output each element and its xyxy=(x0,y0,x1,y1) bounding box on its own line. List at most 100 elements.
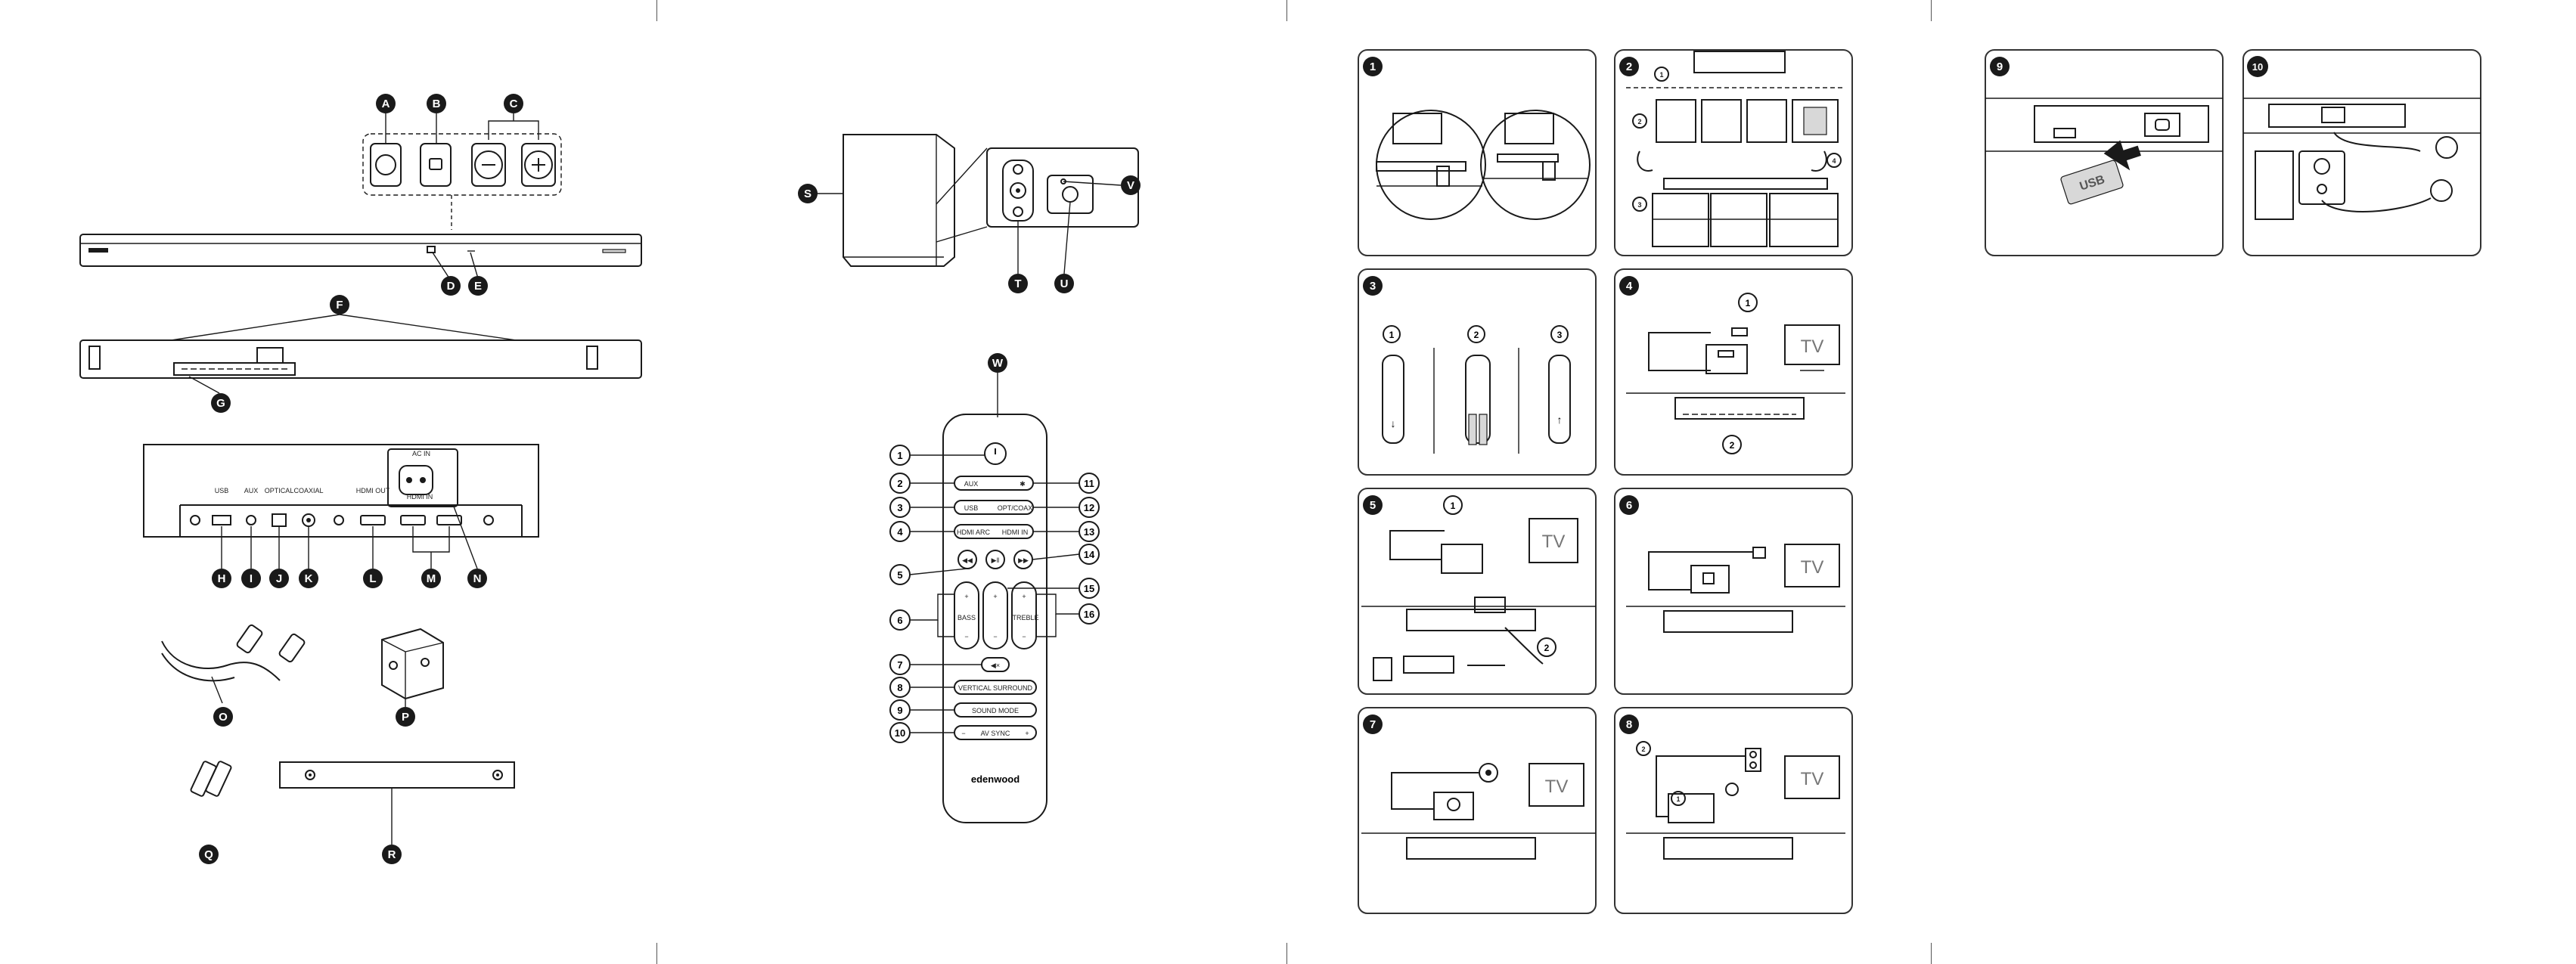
badge-w: W xyxy=(988,353,1007,373)
svg-text:9: 9 xyxy=(1997,60,2003,73)
step-7-illustration: TV xyxy=(1361,763,1596,860)
trim-mark xyxy=(656,0,657,21)
svg-text:8: 8 xyxy=(897,682,902,693)
svg-text:Q: Q xyxy=(204,848,213,861)
svg-text:L: L xyxy=(369,572,376,585)
svg-text:HDMI IN: HDMI IN xyxy=(407,493,433,501)
step-9-panel xyxy=(1985,49,2224,256)
bracket-illustration xyxy=(381,628,444,700)
svg-text:1: 1 xyxy=(1746,298,1751,308)
badge-t: T xyxy=(1008,274,1028,293)
svg-text:2: 2 xyxy=(1637,118,1641,126)
svg-text:USB: USB xyxy=(964,504,979,512)
step-4-illustration: 1 TV 2 xyxy=(1626,293,1845,454)
svg-text:−: − xyxy=(993,633,997,640)
svg-text:M: M xyxy=(427,572,436,585)
step-1-panel xyxy=(1358,49,1597,256)
step-8-illustration: 2 TV 1 xyxy=(1626,741,1845,860)
play-pause-icon xyxy=(985,550,1005,569)
badge-h: H xyxy=(212,526,231,588)
svg-text:N: N xyxy=(473,572,482,585)
badge-d: D xyxy=(441,276,461,296)
svg-text:K: K xyxy=(305,572,313,585)
badge-c: C xyxy=(504,94,523,113)
badge-e: E xyxy=(468,276,488,296)
step-6-panel xyxy=(1614,488,1853,695)
remote-power-icon xyxy=(984,442,1007,465)
svg-text:3: 3 xyxy=(1637,201,1641,209)
svg-text:B: B xyxy=(433,98,441,110)
svg-text:1: 1 xyxy=(897,450,902,461)
svg-text:R: R xyxy=(388,848,396,861)
svg-text:VERTICAL SURROUND: VERTICAL SURROUND xyxy=(958,684,1033,692)
svg-text:7: 7 xyxy=(897,659,902,671)
svg-text:−: − xyxy=(964,633,968,640)
svg-text:TV: TV xyxy=(1801,769,1824,789)
svg-text:10: 10 xyxy=(895,727,905,739)
svg-text:6: 6 xyxy=(1626,499,1632,512)
batteries-illustration xyxy=(190,761,232,797)
treble-rocker xyxy=(1011,581,1037,649)
svg-text:2: 2 xyxy=(1641,745,1645,753)
svg-text:J: J xyxy=(276,572,282,585)
svg-text:W: W xyxy=(992,357,1004,370)
svg-text:E: E xyxy=(474,280,482,293)
step-panels xyxy=(1358,49,2481,914)
svg-text:−: − xyxy=(1022,633,1026,640)
svg-text:1: 1 xyxy=(1370,60,1376,73)
svg-text:9: 9 xyxy=(897,705,902,716)
svg-text:6: 6 xyxy=(897,615,902,626)
svg-text:F: F xyxy=(336,299,343,312)
svg-text:U: U xyxy=(1060,277,1069,290)
trim-mark xyxy=(1286,0,1287,21)
svg-text:+: + xyxy=(993,593,997,600)
trim-mark xyxy=(656,943,657,964)
svg-text:2: 2 xyxy=(1730,440,1735,451)
svg-text:3: 3 xyxy=(1370,280,1376,293)
back-panel-closeup: AC IN USB AUX OPTICAL COAXIAL HDMI OUT H… xyxy=(143,444,539,538)
trim-mark xyxy=(1286,943,1287,964)
svg-text:D: D xyxy=(447,280,455,293)
svg-text:HDMI ARC: HDMI ARC xyxy=(957,528,991,536)
svg-text:▶▶: ▶▶ xyxy=(1018,556,1029,564)
svg-text:1: 1 xyxy=(1389,330,1395,340)
bass-rocker xyxy=(954,581,979,649)
svg-text:BASS: BASS xyxy=(957,614,976,621)
svg-text:▶‖: ▶‖ xyxy=(992,556,1000,564)
soundbar-back xyxy=(79,339,642,379)
svg-text:16: 16 xyxy=(1084,609,1094,620)
step-5-panel xyxy=(1358,488,1597,695)
svg-text:T: T xyxy=(1014,277,1021,290)
subwoofer xyxy=(843,134,988,267)
buttons-outline xyxy=(362,133,562,196)
svg-text:11: 11 xyxy=(1084,478,1094,489)
step-9-illustration: USB xyxy=(1985,98,2223,205)
svg-text:+: + xyxy=(1025,730,1029,737)
step-badges: 1 2 3 4 5 6 7 8 9 10 xyxy=(1363,56,2268,734)
svg-text:H: H xyxy=(218,572,226,585)
svg-text:4: 4 xyxy=(897,526,903,538)
subwoofer-remote-panel: S V T U W xyxy=(798,134,1141,823)
svg-text:↓: ↓ xyxy=(1391,417,1396,429)
power-icon xyxy=(375,154,396,175)
badge-i: I xyxy=(241,526,261,588)
svg-text:S: S xyxy=(804,188,812,200)
svg-text:OPT/COAX: OPT/COAX xyxy=(998,504,1033,512)
badge-n: N xyxy=(453,506,487,588)
remote-callouts-right: 11 12 13 14 15 16 xyxy=(1007,473,1100,637)
step-5-illustration: 1 TV 2 xyxy=(1361,495,1596,681)
svg-text:2: 2 xyxy=(1544,643,1550,653)
svg-text:8: 8 xyxy=(1626,718,1632,731)
parts-panel: A B C D E F xyxy=(79,94,642,864)
svg-text:5: 5 xyxy=(897,569,902,581)
top-buttons xyxy=(362,133,562,230)
source-button xyxy=(420,143,452,187)
badge-b: B xyxy=(427,94,446,113)
svg-text:AC IN: AC IN xyxy=(412,450,430,457)
svg-text:I: I xyxy=(250,572,253,585)
svg-text:↑: ↑ xyxy=(1557,414,1563,426)
badge-r: R xyxy=(382,845,402,864)
source-icon xyxy=(429,158,442,170)
step-4-panel xyxy=(1614,268,1853,476)
